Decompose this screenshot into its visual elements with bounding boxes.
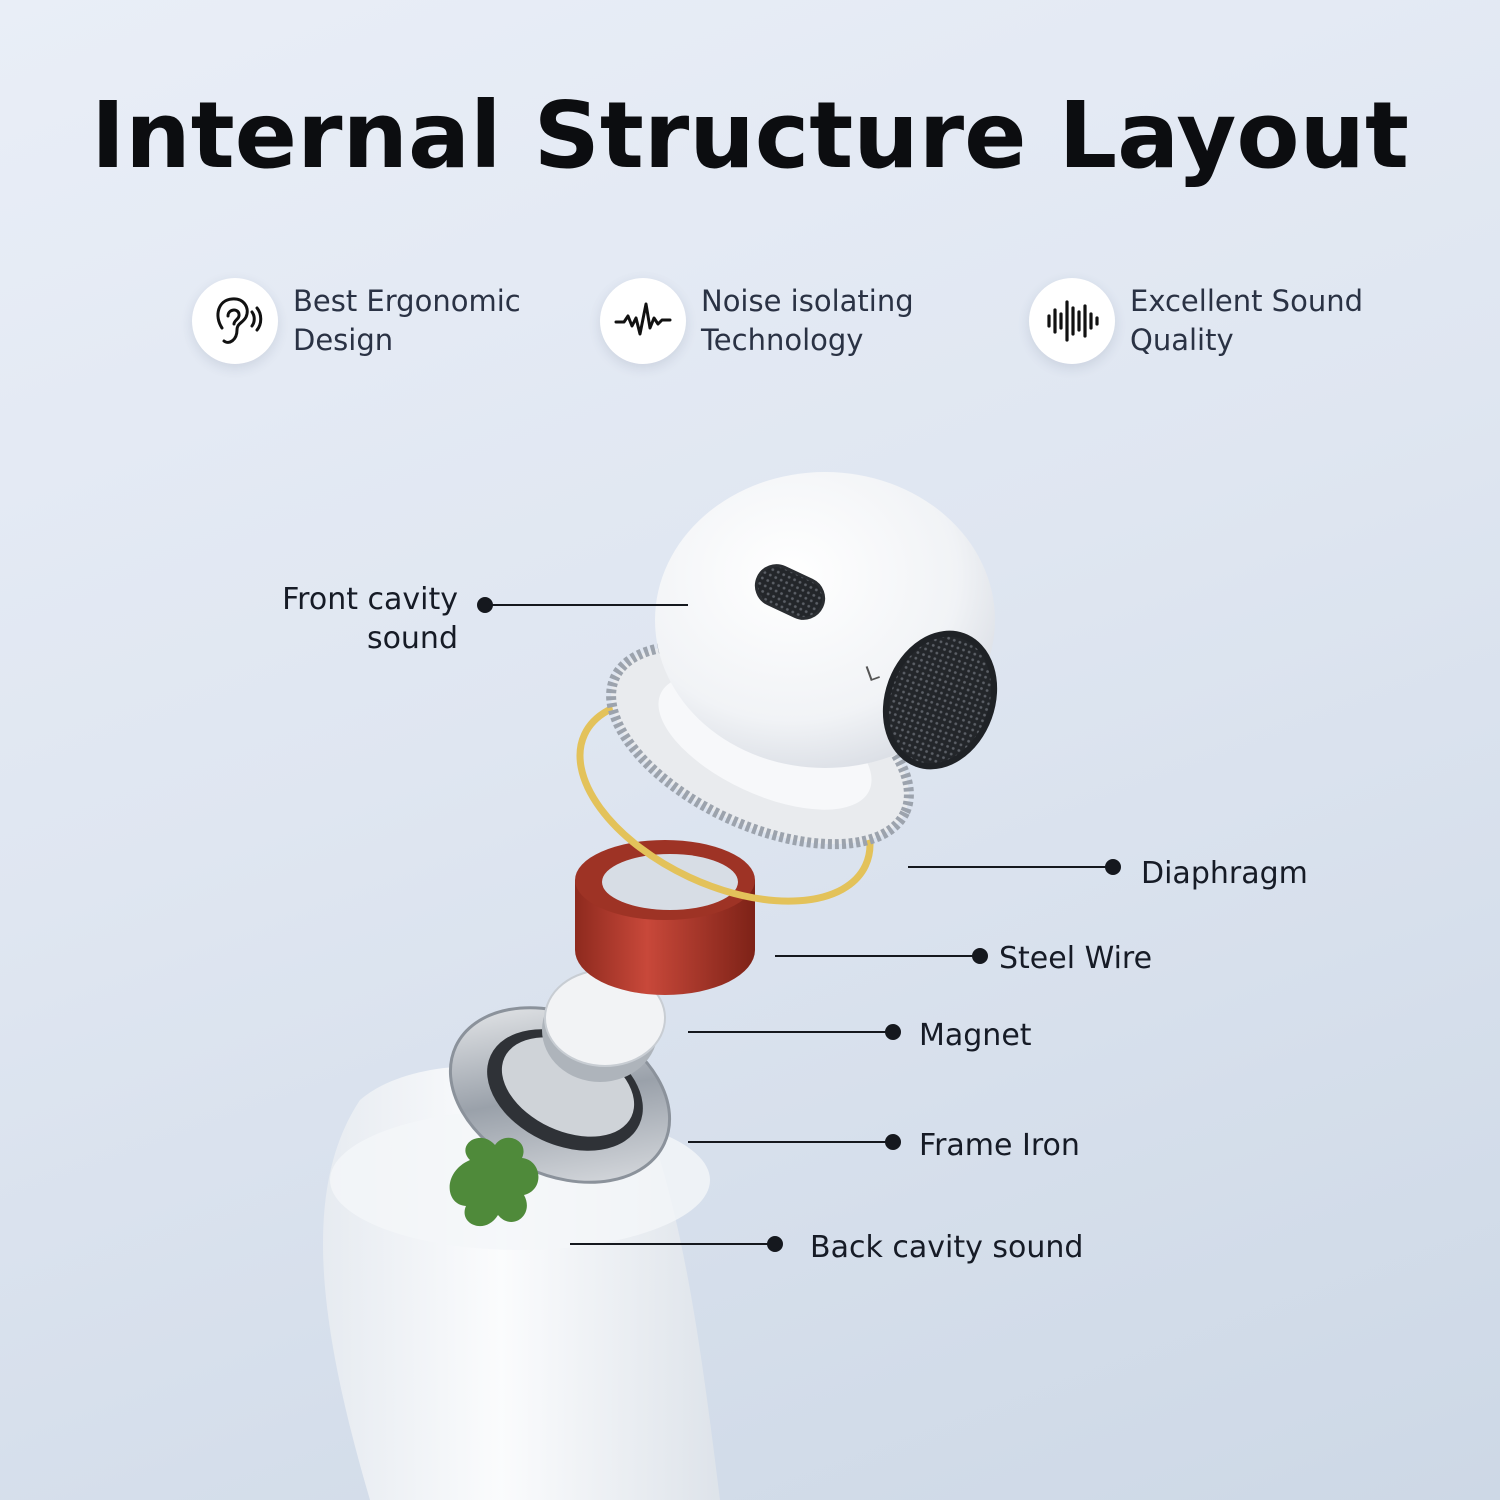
label-magnet: Magnet <box>919 1018 1032 1053</box>
feature-title-line2: Technology <box>701 323 864 357</box>
feature-title: Noise isolating <box>701 284 914 318</box>
label-front-cavity-line2: sound <box>366 621 458 656</box>
label-diaphragm: Diaphragm <box>1141 856 1308 891</box>
label-steel-wire: Steel Wire <box>999 941 1153 976</box>
ear-icon <box>216 297 263 344</box>
sound-wave-icon <box>1047 300 1099 342</box>
pulse-wave-icon <box>614 302 672 336</box>
label-back-cavity-sound: Back cavity sound <box>810 1230 1084 1265</box>
feature-title: Best Ergonomic <box>293 284 521 318</box>
earbud-head: L <box>655 472 998 770</box>
label-front-cavity-sound: Front cavity sound <box>282 580 458 658</box>
leader-dot-frame-iron <box>885 1134 901 1150</box>
feature-badge <box>192 278 278 364</box>
feature-badge <box>1029 278 1115 364</box>
magnet-part <box>542 969 666 1082</box>
feature-badge <box>600 278 686 364</box>
page-title: Internal Structure Layout <box>90 82 1410 189</box>
leader-dot-magnet <box>885 1024 901 1040</box>
feature-title-line2: Design <box>293 323 394 357</box>
label-frame-iron: Frame Iron <box>919 1128 1080 1163</box>
feature-title-line2: Quality <box>1130 323 1234 357</box>
leader-dot-steel-wire <box>972 948 988 964</box>
leader-dot-front-cavity <box>477 597 493 613</box>
feature-title: Excellent Sound <box>1130 284 1364 318</box>
back-cavity-pad <box>449 1137 539 1227</box>
leader-lines <box>477 597 1121 1252</box>
leader-dot-diaphragm <box>1105 859 1121 875</box>
leader-dot-back-cavity <box>767 1236 783 1252</box>
label-front-cavity-line1: Front cavity <box>282 582 458 617</box>
